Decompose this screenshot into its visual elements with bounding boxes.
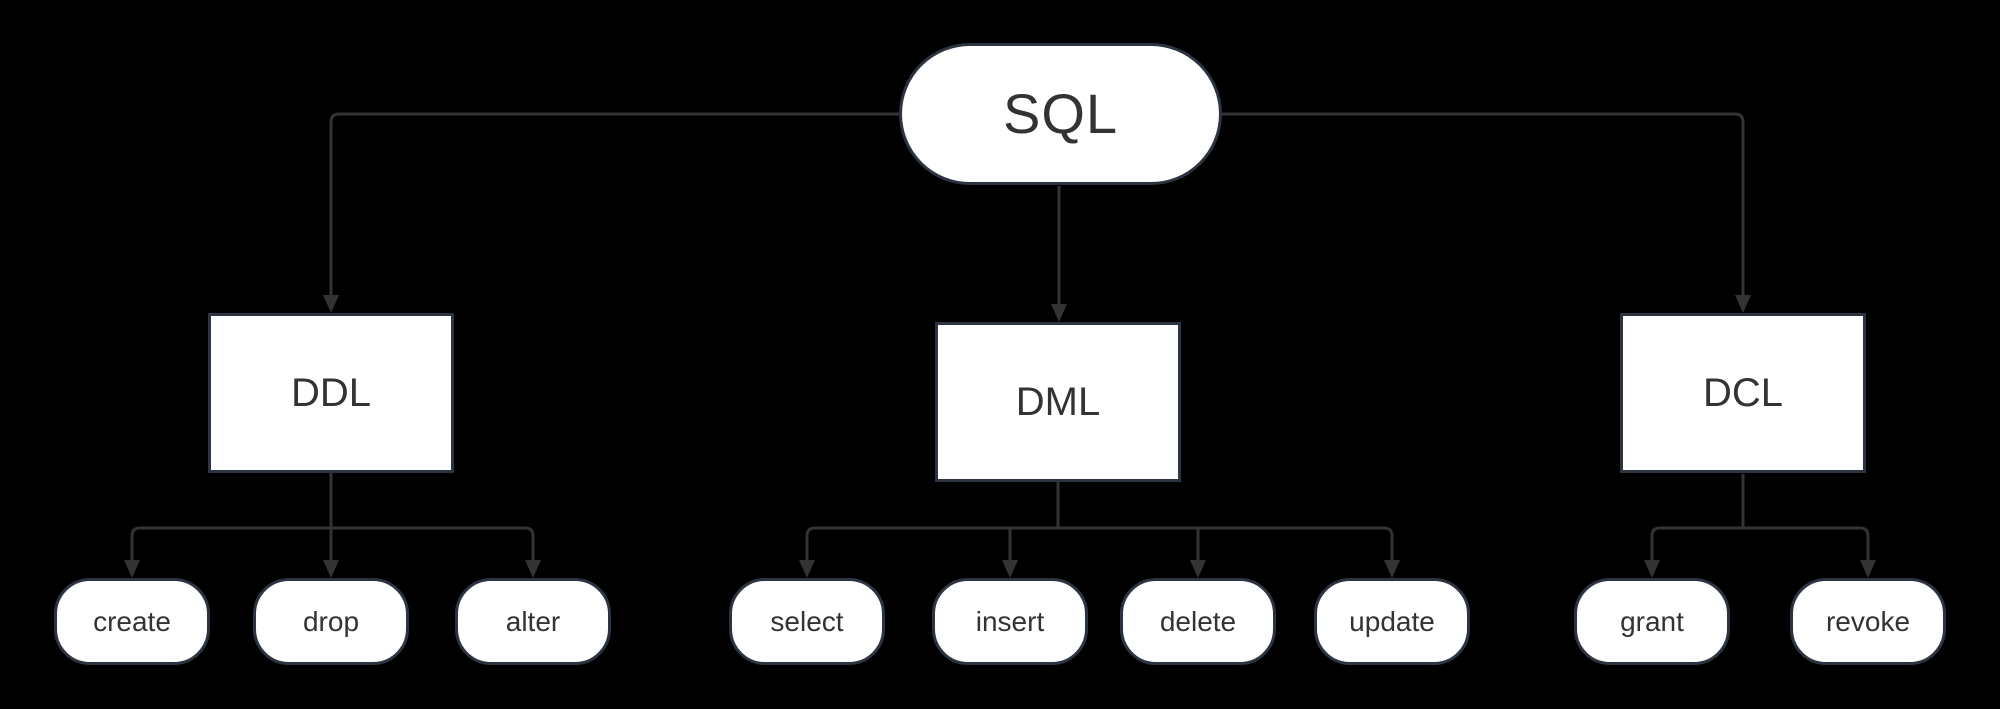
node-alter: alter xyxy=(455,578,611,665)
node-ddl-label: DDL xyxy=(290,371,372,415)
node-dml: DML xyxy=(935,322,1181,482)
node-delete: delete xyxy=(1120,578,1276,665)
arrowhead-alter xyxy=(525,560,541,578)
node-drop: drop xyxy=(253,578,409,665)
node-select-label: select xyxy=(770,605,844,637)
node-update-label: update xyxy=(1349,605,1435,637)
node-insert-label: insert xyxy=(975,605,1045,637)
node-create-label: create xyxy=(93,605,171,637)
node-grant-label: grant xyxy=(1620,605,1684,637)
edge-sql-ddl xyxy=(329,112,899,296)
node-create: create xyxy=(54,578,210,665)
node-delete-label: delete xyxy=(1159,605,1237,637)
node-dcl-label: DCL xyxy=(1702,371,1784,415)
node-sql-label: SQL xyxy=(1002,82,1119,145)
arrowhead-ddl xyxy=(323,295,339,313)
arrowhead-dml xyxy=(1051,304,1067,322)
node-select: select xyxy=(729,578,885,665)
arrowhead-create xyxy=(124,560,140,578)
arrowhead-grant xyxy=(1644,560,1660,578)
node-update: update xyxy=(1314,578,1470,665)
arrowhead-dcl xyxy=(1735,295,1751,313)
node-sql: SQL xyxy=(899,43,1222,185)
node-revoke: revoke xyxy=(1790,578,1946,665)
node-insert: insert xyxy=(932,578,1088,665)
node-dcl: DCL xyxy=(1620,313,1866,473)
node-alter-label: alter xyxy=(505,605,561,637)
node-drop-label: drop xyxy=(302,605,360,637)
arrowhead-select xyxy=(799,560,815,578)
arrowhead-update xyxy=(1384,560,1400,578)
node-revoke-label: revoke xyxy=(1825,605,1911,637)
node-ddl: DDL xyxy=(208,313,454,473)
edge-ddl-bus xyxy=(130,526,535,561)
edge-sql-dcl xyxy=(1222,112,1745,296)
node-dml-label: DML xyxy=(1015,380,1101,424)
arrowhead-delete xyxy=(1190,560,1206,578)
node-grant: grant xyxy=(1574,578,1730,665)
edge-dml-bus xyxy=(805,526,1394,561)
arrowhead-revoke xyxy=(1860,560,1876,578)
arrowhead-insert xyxy=(1002,560,1018,578)
arrowhead-drop xyxy=(323,560,339,578)
edge-dcl-bus xyxy=(1650,526,1870,561)
